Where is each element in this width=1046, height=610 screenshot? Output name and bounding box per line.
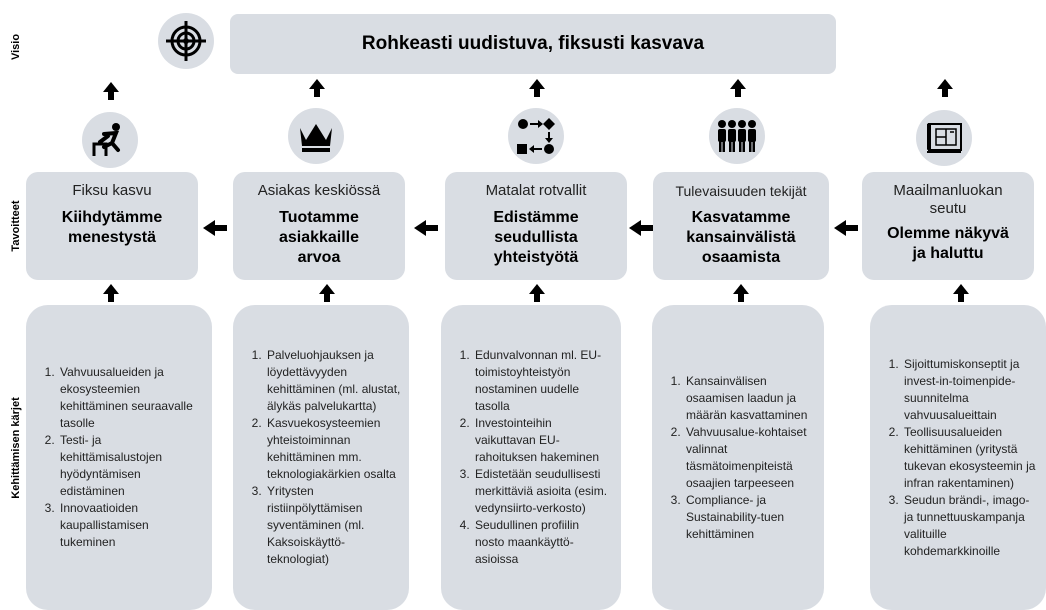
goal-title: Tulevaisuuden tekijät: [675, 183, 807, 199]
hurdle-runner-icon: [82, 112, 138, 168]
arrow-stem: [958, 294, 964, 302]
goal-box-tulevaisuuden-tekijat: Tulevaisuuden tekijät Kasvatamme kansain…: [653, 172, 829, 280]
goal-title: Fiksu kasvu: [72, 182, 152, 199]
dev-item: Edunvalvonnan ml. EU-toimistoyhteistyön …: [473, 347, 611, 415]
dev-list: Edunvalvonnan ml. EU-toimistoyhteistyön …: [441, 347, 611, 568]
goal-title: Maailmanluokan seutu: [893, 182, 1003, 217]
dev-box-5: Sijoittumiskonseptit ja invest-in-toimen…: [870, 305, 1046, 610]
arrow-up-icon: [103, 284, 119, 294]
arrow-up-icon: [937, 79, 953, 89]
arrow-stem: [324, 294, 330, 302]
arrow-left-icon: [414, 220, 426, 236]
arrow-left-icon: [834, 220, 846, 236]
dev-item: Vahvuusalueiden ja ekosysteemien kehittä…: [58, 364, 198, 432]
goal-text: Edistämme seudullista yhteistyötä: [493, 209, 579, 266]
arrow-up-icon: [730, 79, 746, 89]
arrow-stem: [215, 225, 227, 231]
dev-box-1: Vahvuusalueiden ja ekosysteemien kehittä…: [26, 305, 212, 610]
arrow-stem: [735, 89, 741, 97]
row-label-visio: Visio: [10, 33, 22, 61]
dev-item: Sijoittumiskonseptit ja invest-in-toimen…: [902, 356, 1042, 424]
arrow-left-icon: [629, 220, 641, 236]
goal-text: Kasvatamme kansainvälistä osaamista: [686, 209, 796, 266]
target-icon: [158, 13, 214, 69]
goal-box-asiakas-keskiossa: Asiakas keskiössä Tuotamme asiakkaille a…: [233, 172, 405, 280]
dev-box-4: Kansainvälisen osaamisen laadun ja määrä…: [652, 305, 824, 610]
arrow-stem: [942, 89, 948, 97]
dev-item: Seudun brändi-, imago- ja tunnettuuskamp…: [902, 492, 1042, 560]
goal-title: Matalat rotvallit: [485, 182, 587, 199]
arrow-stem: [426, 225, 438, 231]
dev-item: Kansainvälisen osaamisen laadun ja määrä…: [684, 373, 814, 424]
process-flow-icon: [508, 108, 564, 164]
arrow-stem: [314, 89, 320, 97]
dev-item: Compliance- ja Sustainability-tuen kehit…: [684, 492, 814, 543]
row-label-tavoitteet: Tavoitteet: [10, 200, 22, 252]
dev-box-3: Edunvalvonnan ml. EU-toimistoyhteistyön …: [441, 305, 621, 610]
goal-box-matalat-rotvallit: Matalat rotvallit Edistämme seudullista …: [445, 172, 627, 280]
arrow-up-icon: [733, 284, 749, 294]
dev-item: Seudullinen profiilin nosto maankäyttö-a…: [473, 517, 611, 568]
dev-item: Vahvuusalue-kohtaiset valinnat täsmätoim…: [684, 424, 814, 492]
arrow-stem: [641, 225, 653, 231]
dev-item: Kasvuekosysteemien yhteistoiminnan kehit…: [265, 415, 403, 483]
dev-item: Investointeihin vaikuttavan EU-rahoituks…: [473, 415, 611, 466]
crown-icon: [288, 108, 344, 164]
dev-item: Testi- ja kehittämisalustojen hyödyntämi…: [58, 432, 198, 500]
arrow-up-icon: [319, 284, 335, 294]
vision-banner: Rohkeasti uudistuva, fiksusti kasvava: [230, 14, 836, 74]
dev-item: Teollisuusalueiden kehittäminen (yrityst…: [902, 424, 1042, 492]
goal-title: Asiakas keskiössä: [257, 182, 381, 199]
dev-item: Edistetään seudullisesti merkittäviä asi…: [473, 466, 611, 517]
goal-box-maailmanluokan-seutu: Maailmanluokan seutu Olemme näkyvä ja ha…: [862, 172, 1034, 280]
map-blueprint-icon: [916, 110, 972, 166]
dev-list: Palveluohjauksen ja löydettävyyden kehit…: [233, 347, 403, 568]
dev-list: Sijoittumiskonseptit ja invest-in-toimen…: [870, 356, 1042, 560]
dev-item: Yritysten ristiinpölyttämisen syventämin…: [265, 483, 403, 568]
goal-box-fiksu-kasvu: Fiksu kasvu Kiihdytämme menestystä: [26, 172, 198, 280]
vision-text: Rohkeasti uudistuva, fiksusti kasvava: [361, 33, 705, 54]
arrow-up-icon: [103, 82, 119, 92]
arrow-up-icon: [309, 79, 325, 89]
goal-text: Tuotamme asiakkaille arvoa: [278, 209, 360, 266]
dev-list: Vahvuusalueiden ja ekosysteemien kehittä…: [26, 364, 198, 551]
arrow-left-icon: [203, 220, 215, 236]
dev-list: Kansainvälisen osaamisen laadun ja määrä…: [652, 373, 814, 543]
arrow-stem: [108, 92, 114, 100]
arrow-stem: [846, 225, 858, 231]
arrow-stem: [534, 89, 540, 97]
arrow-up-icon: [529, 284, 545, 294]
dev-item: Palveluohjauksen ja löydettävyyden kehit…: [265, 347, 403, 415]
row-label-kehittamisen-karjet: Kehittämisen kärjet: [10, 397, 22, 499]
arrow-stem: [738, 294, 744, 302]
dev-box-2: Palveluohjauksen ja löydettävyyden kehit…: [233, 305, 409, 610]
arrow-stem: [108, 294, 114, 302]
arrow-stem: [534, 294, 540, 302]
goal-text: Olemme näkyvä ja haluttu: [887, 225, 1009, 262]
arrow-up-icon: [529, 79, 545, 89]
people-group-icon: [709, 108, 765, 164]
arrow-up-icon: [953, 284, 969, 294]
dev-item: Innovaatioiden kaupallistamisen tukemine…: [58, 500, 198, 551]
goal-text: Kiihdytämme menestystä: [61, 209, 163, 246]
